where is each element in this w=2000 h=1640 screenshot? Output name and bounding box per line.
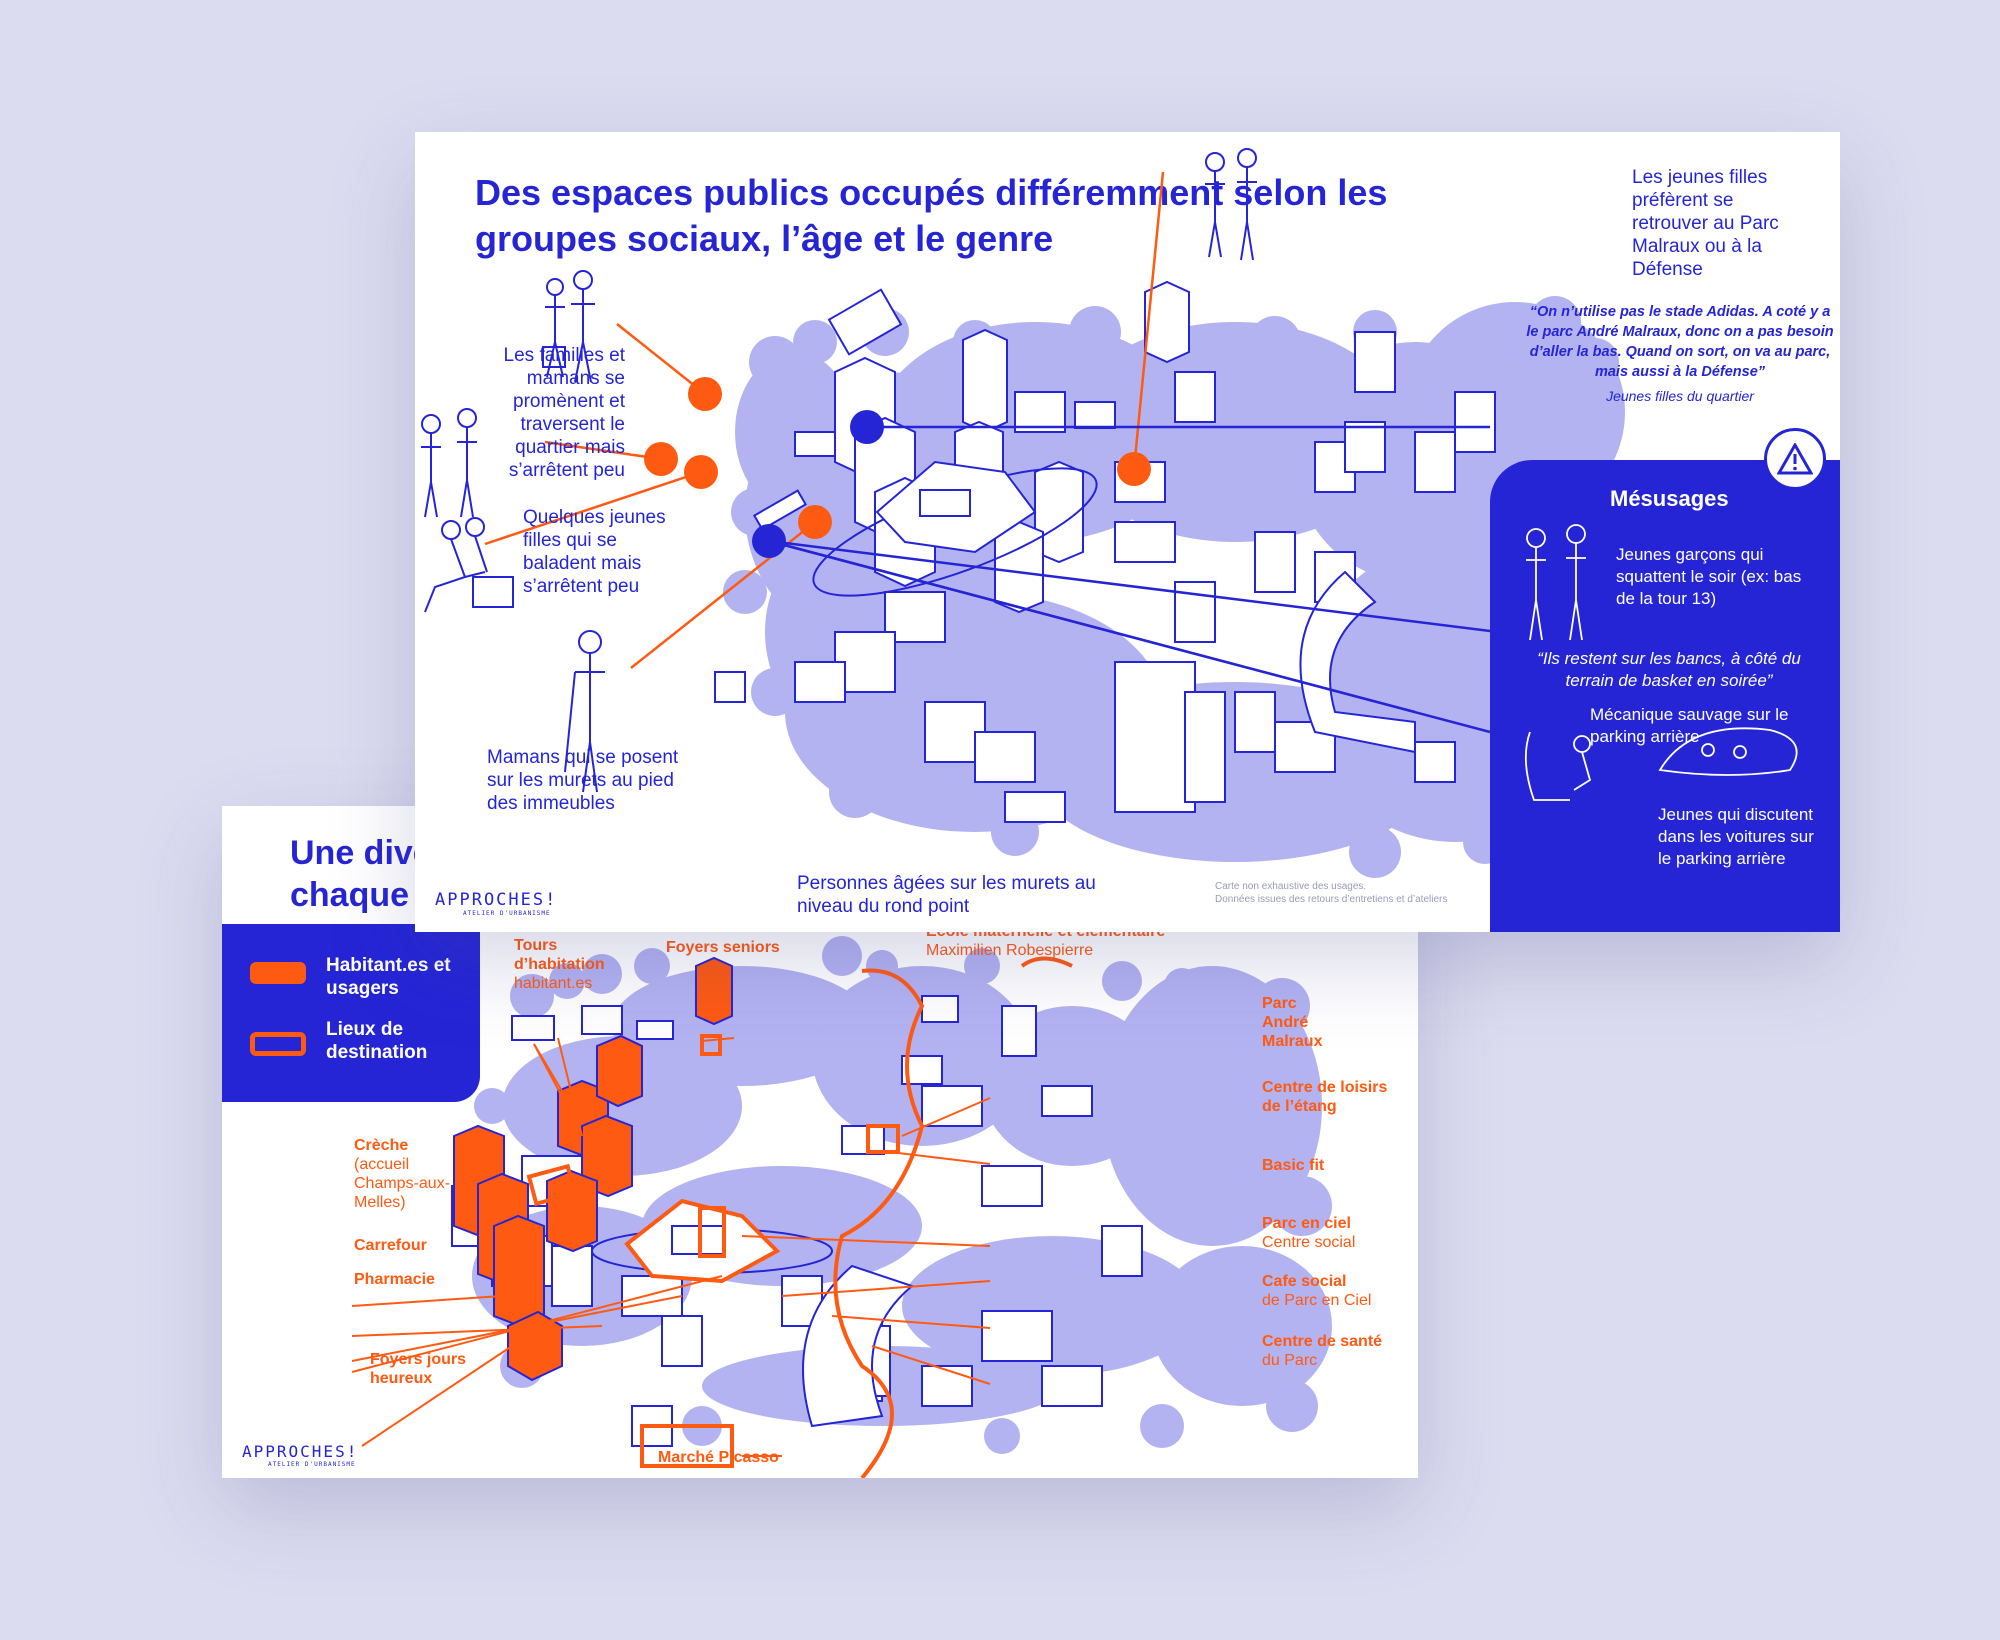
orange-dot — [684, 455, 718, 489]
label-creche: Crèche (accueil Champs-aux-Melles) — [354, 1137, 451, 1211]
mesusages-title: Mésusages — [1610, 486, 1729, 511]
blue-dot — [752, 524, 786, 558]
warning-triangle-icon — [1764, 428, 1826, 490]
label-marche-picasso: Marché Picasso — [658, 1449, 779, 1466]
label-basic-fit: Basic fit — [1262, 1157, 1325, 1174]
back-card-title: Une dive chaque — [290, 832, 432, 916]
orange-dot — [688, 377, 722, 411]
back-logo: APPROCHES! ATELIER D'URBANISME — [242, 1442, 359, 1468]
label-carrefour: Carrefour — [354, 1237, 427, 1254]
quote-author: Jeunes filles du quartier — [1606, 388, 1754, 404]
mesusages-panel: Mésusages Jeunes garçons qui squattent l… — [1490, 428, 1840, 932]
back-map-illustration — [351, 866, 1332, 1478]
annotation-familles: Les familles et mamans se promènent et t… — [503, 345, 625, 481]
mesusages-item-2: Mécanique sauvage sur le parking arrière — [1590, 705, 1789, 746]
map-legend: Habitant.es et usagers Lieux de destinat… — [222, 924, 480, 1102]
people-sketches — [421, 148, 1257, 793]
orange-dot — [798, 505, 832, 539]
front-map-illustration — [421, 148, 1625, 878]
back-title-line-1: Une dive — [290, 834, 432, 872]
outline-orange-swatch-icon — [250, 1032, 306, 1056]
front-title-line-2: groupes sociaux, l’âge et le genre — [475, 218, 1054, 259]
front-logo: APPROCHES! ATELIER D'URBANISME — [435, 890, 558, 917]
mesusages-sketches — [1524, 524, 1798, 801]
mesusages-quote: “Ils restent sur les bancs, à côté du te… — [1537, 649, 1801, 690]
front-title-line-1: Des espaces publics occupés différemment… — [475, 172, 1388, 213]
annotation-jeunes-filles-balade: Quelques jeunes filles qui se baladent m… — [523, 507, 666, 597]
mesusages-item-3: Jeunes qui discutent dans les voitures s… — [1658, 805, 1814, 868]
front-card-title: Des espaces publics occupés différemment… — [475, 170, 1387, 262]
quote-jeunes-filles: “On n’utilise pas le stade Adidas. A cot… — [1526, 304, 1834, 380]
filled-orange-swatch-icon — [250, 962, 306, 984]
label-cafe-social: Cafe social de Parc en Ciel — [1262, 1273, 1372, 1309]
label-foyers-seniors: Foyers seniors — [666, 939, 780, 956]
label-pharmacie: Pharmacie — [354, 1271, 435, 1288]
orange-usage-dots — [644, 377, 1151, 558]
mesusages-item-1: Jeunes garçons qui squattent le soir (ex… — [1616, 545, 1802, 608]
orange-dot — [1117, 452, 1151, 486]
front-card: Des espaces publics occupés différemment… — [415, 132, 1840, 932]
label-parc-en-ciel: Parc en ciel Centre social — [1262, 1215, 1356, 1251]
blue-dot — [850, 410, 884, 444]
label-foyers-jours-heureux: Foyers jours heureux — [370, 1351, 467, 1387]
annotation-personnes-agees: Personnes âgées sur les murets au niveau… — [797, 873, 1096, 917]
legend-label-habitants: Habitant.es et usagers — [326, 955, 451, 999]
annotation-jeunes-filles-parc: Les jeunes filles préfèrent se retrouver… — [1632, 167, 1779, 280]
annotation-mamans-murets: Mamans qui se posent sur les murets au p… — [487, 747, 679, 814]
back-title-line-2: chaque — [290, 876, 410, 914]
label-tours: Tours d’habitation habitant.es — [514, 937, 605, 992]
map-disclaimer: Carte non exhaustive des usages. Données… — [1215, 881, 1448, 905]
orange-dot — [644, 442, 678, 476]
label-parc-malraux: Parc André Malraux — [1262, 995, 1323, 1050]
legend-label-lieux: Lieux de destination — [326, 1019, 428, 1063]
label-centre-loisirs: Centre de loisirs de l’étang — [1262, 1079, 1388, 1115]
label-centre-sante: Centre de santé du Parc — [1262, 1333, 1383, 1369]
